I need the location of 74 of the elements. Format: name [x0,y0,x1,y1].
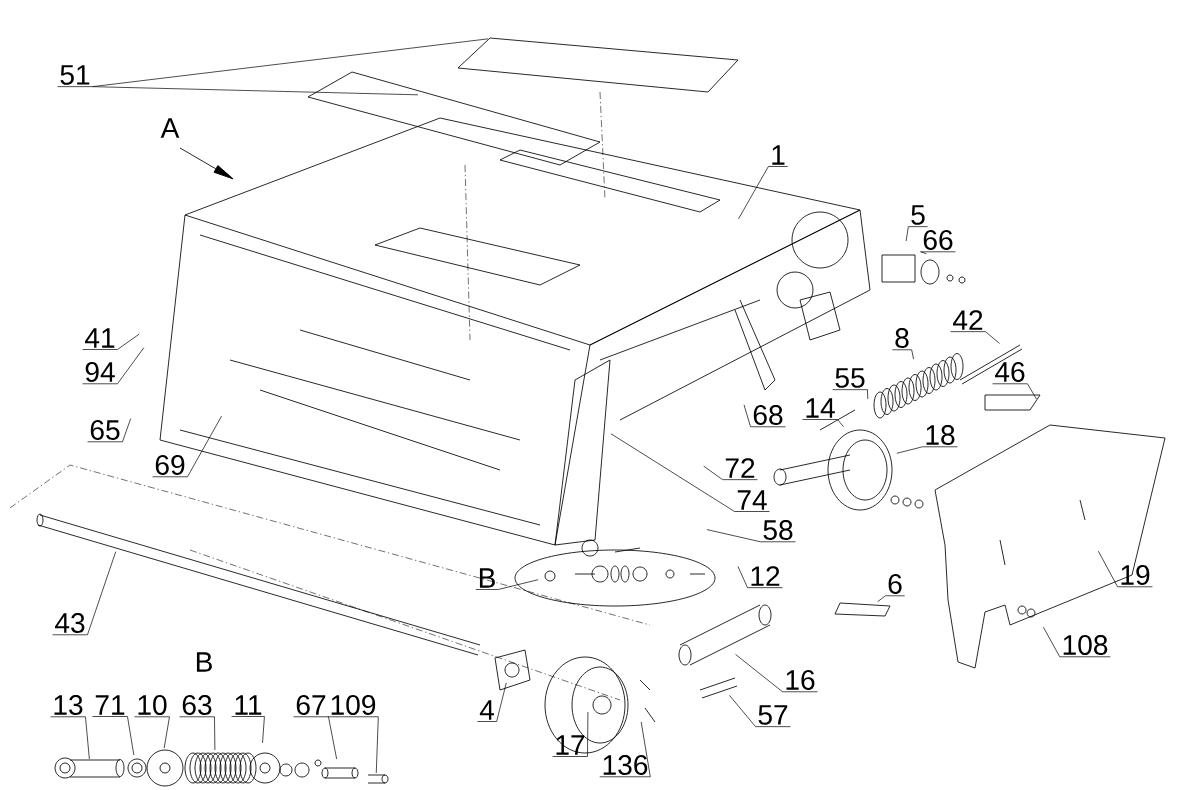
callout-number: 19 [1117,565,1153,588]
leader-line [743,404,751,428]
leader-line [920,251,927,255]
callout-number: 136 [599,755,651,778]
callout-number: 68 [750,405,786,428]
callout-number: 65 [87,420,123,443]
leader-line [163,716,170,749]
leader-line [117,347,145,385]
callout-number: 17 [552,735,588,757]
callout-number: 6 [885,574,905,597]
callout-number: 8 [892,328,912,351]
leader-line [703,465,723,480]
leader-line [262,716,265,744]
callout-number: 108 [1059,635,1111,658]
callout-number: 57 [755,705,791,727]
leader-line [122,418,131,443]
callout-number: 13 [50,695,86,718]
leader-line [738,166,769,220]
leader-line [1027,383,1037,400]
leader-line [496,682,507,722]
callout-number: 4 [477,700,497,722]
leader-line [214,716,216,751]
callout-number: B [475,568,499,590]
callout-number: 51 [57,65,93,87]
leader-line [328,716,338,760]
callout-number: 18 [922,425,958,448]
callout-number: 69 [152,455,188,478]
leader-line [87,551,117,636]
leader-line [837,419,844,427]
callout-number: 58 [760,520,796,543]
leader-line [737,566,748,588]
leader-line [867,389,869,400]
leader-line [117,333,140,350]
callout-number: 1 [768,145,788,167]
leader-line [127,716,135,756]
leader-line [375,716,379,774]
callout-number: 66 [920,230,956,253]
callout-number: 41 [82,328,118,350]
leader-line [985,331,1000,344]
leader-line [92,86,419,96]
leader-line [1043,626,1061,658]
leader-line [640,721,651,778]
callout-number: 74 [734,490,770,512]
leader-line [735,654,783,693]
callout-number: 72 [722,458,758,480]
view-letter: B [196,652,212,672]
leader-line [85,716,90,760]
callout-number: 43 [52,613,88,636]
callout-number: 55 [832,368,868,390]
callout-number: 16 [782,670,818,693]
callout-number: 46 [992,362,1028,385]
leader-line [587,711,589,757]
leader-line [187,415,222,478]
callout-number: 63 [179,695,215,718]
callout-number: 11 [231,695,265,717]
callout-number: 10 [134,695,170,718]
callout-number: 67 [293,695,329,718]
leader-line [896,446,923,454]
callout-number: 94 [82,362,118,385]
leader-line [911,349,914,360]
callout-number: 12 [747,566,783,588]
leader-line [877,595,886,603]
callout-number: 5 [908,205,928,227]
callout-number: 109 [327,695,379,718]
leader-line [497,579,539,590]
leader-line [905,226,909,242]
leader-line [706,529,761,543]
callout-number: 14 [802,398,838,420]
leader-line [610,433,735,512]
leader-line [729,695,756,727]
leader-line [1098,550,1118,588]
callout-number: 42 [950,310,986,332]
callout-number: 71 [92,695,128,717]
view-letter: A [160,118,180,138]
